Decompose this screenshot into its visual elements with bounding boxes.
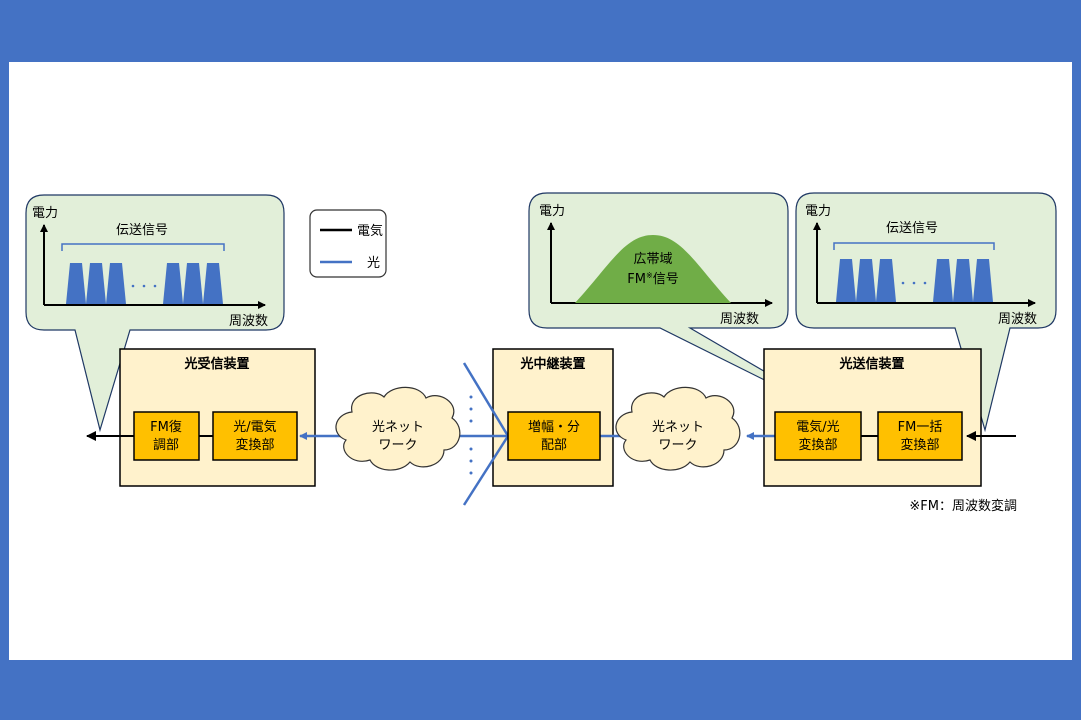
connections: [86, 362, 1016, 506]
legend-electric-label: 電気: [357, 223, 383, 239]
svg-text:FM一括: FM一括: [898, 420, 943, 435]
opt-elec-converter-block: 光/電気 変換部: [212, 411, 298, 461]
callout-left: [25, 194, 285, 433]
fm-demod-block: FM復 調部: [133, 411, 200, 461]
broadband-label-line2: FM※信号: [627, 271, 678, 287]
x-axis-label: 周波数: [998, 312, 1037, 327]
branch-dots: [469, 395, 473, 475]
amp-split-block: 増幅・分 配部: [507, 411, 601, 461]
svg-text:調部: 調部: [153, 438, 179, 453]
spectrum-channels: [66, 263, 223, 304]
svg-text:ワーク: ワーク: [378, 438, 417, 453]
svg-text:ワーク: ワーク: [658, 438, 697, 453]
svg-text:光ネット: 光ネット: [372, 420, 424, 435]
svg-text:光ネット: 光ネット: [652, 420, 704, 435]
y-axis-label: 電力: [32, 206, 58, 221]
svg-text:増幅・分: 増幅・分: [528, 420, 580, 435]
x-axis-label: 周波数: [229, 314, 268, 329]
svg-text:FM復: FM復: [150, 419, 182, 435]
svg-text:光/電気: 光/電気: [233, 419, 276, 435]
signal-label: 伝送信号: [116, 223, 168, 238]
chart-left: 電力 周波数 伝送信号: [32, 206, 268, 329]
y-axis-label: 電力: [539, 204, 565, 219]
callout-right: [795, 192, 1057, 433]
chart-middle: 電力 周波数 広帯域 FM※信号: [539, 204, 773, 327]
svg-text:配部: 配部: [541, 438, 567, 453]
optical-branch-up: [462, 362, 510, 437]
chart-right: 電力 周波数 伝送信号: [805, 204, 1037, 327]
optical-branch-down: [462, 435, 510, 506]
legend-optical-label: 光: [367, 256, 380, 271]
broadband-spectrum: [575, 235, 731, 303]
optical-network-cloud-left: 光ネット ワーク: [335, 386, 461, 471]
svg-text:変換部: 変換部: [900, 437, 939, 453]
svg-text:変換部: 変換部: [235, 437, 274, 453]
spectrum-channels: [836, 259, 993, 302]
signal-label: 伝送信号: [886, 221, 938, 236]
x-axis-label: 周波数: [720, 312, 759, 327]
optical-network-cloud-right: 光ネット ワーク: [615, 386, 741, 471]
transmitter-title: 光送信装置: [838, 356, 904, 372]
broadband-label-line1: 広帯域: [633, 252, 672, 267]
svg-text:変換部: 変換部: [798, 437, 837, 453]
signal-bracket: [61, 243, 225, 251]
elec-opt-converter-block: 電気/光 変換部: [774, 411, 862, 461]
svg-text:電気/光: 電気/光: [796, 419, 839, 435]
y-axis-label: 電力: [805, 204, 831, 219]
fm-bulk-converter-block: FM一括 変換部: [877, 411, 963, 461]
footnote: ※FM：周波数変調: [909, 498, 1017, 514]
legend: 電気 光: [309, 209, 387, 278]
signal-bracket: [833, 242, 995, 250]
relay-title: 光中継装置: [519, 356, 585, 372]
receiver-title: 光受信装置: [183, 356, 249, 372]
